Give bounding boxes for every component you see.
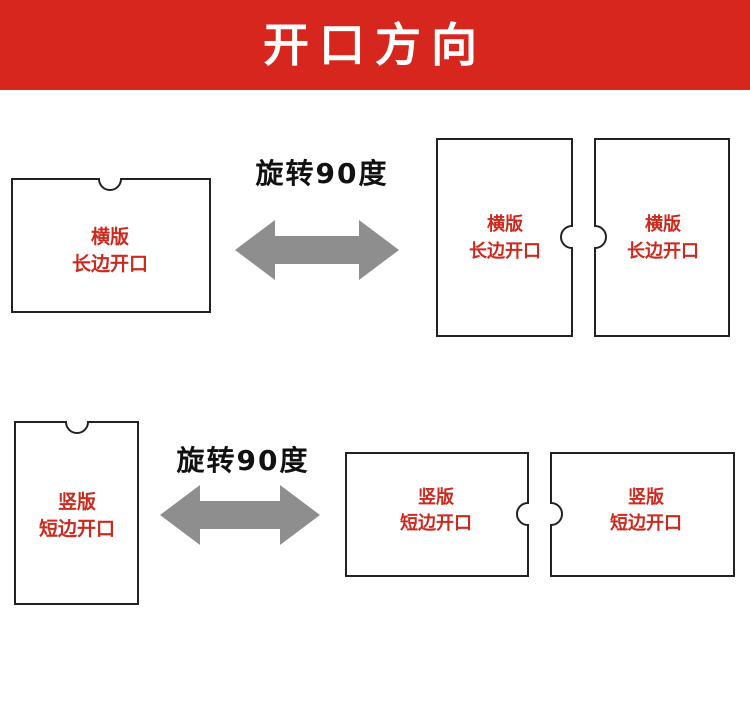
row1-double-arrow [235,220,399,280]
row1-landscape-outline [11,178,211,313]
row1-right1-label-line2: 长边开口 [469,241,541,262]
row2-right2-label-line1: 竖版 [628,486,664,508]
row2-right2-label-line2: 短边开口 [610,512,682,534]
row1-landscape-sleeve: 横版 长边开口 [11,178,211,313]
row2-right1-label-line2: 短边开口 [400,512,472,534]
row2-left-label-line1: 竖版 [58,490,96,513]
row1-rotated-sleeve-left: 横版 长边开口 [436,138,573,337]
row2-rotated-right-outline [550,452,735,577]
row1-rotated-left-outline [436,138,573,337]
row1-rotated-right-outline [594,138,730,337]
row2-double-arrow [160,485,320,545]
row2-rotate-label: 旋转90度 [177,444,310,477]
row2-rotated-sleeve-right: 竖版 短边开口 [550,452,735,577]
row2-rotated-sleeve-left: 竖版 短边开口 [345,452,529,577]
row2-right1-label-line1: 竖版 [418,486,454,508]
row1-right2-label-line1: 横版 [645,213,681,235]
row1-right1-label-line1: 横版 [487,213,523,235]
page-title: 开口方向 [263,18,487,72]
row2-left-label-line2: 短边开口 [39,517,115,540]
title-banner [0,0,750,90]
row1-right2-label-line2: 长边开口 [627,241,699,262]
row2-portrait-sleeve: 竖版 短边开口 [14,421,139,605]
row1-rotate-label: 旋转90度 [256,157,389,190]
row1-left-label-line2: 长边开口 [72,253,148,275]
row2-portrait-outline [14,421,139,605]
row2-rotated-left-outline [345,452,529,577]
row1-rotated-sleeve-right: 横版 长边开口 [594,138,730,337]
row1-left-label-line1: 横版 [91,225,129,248]
